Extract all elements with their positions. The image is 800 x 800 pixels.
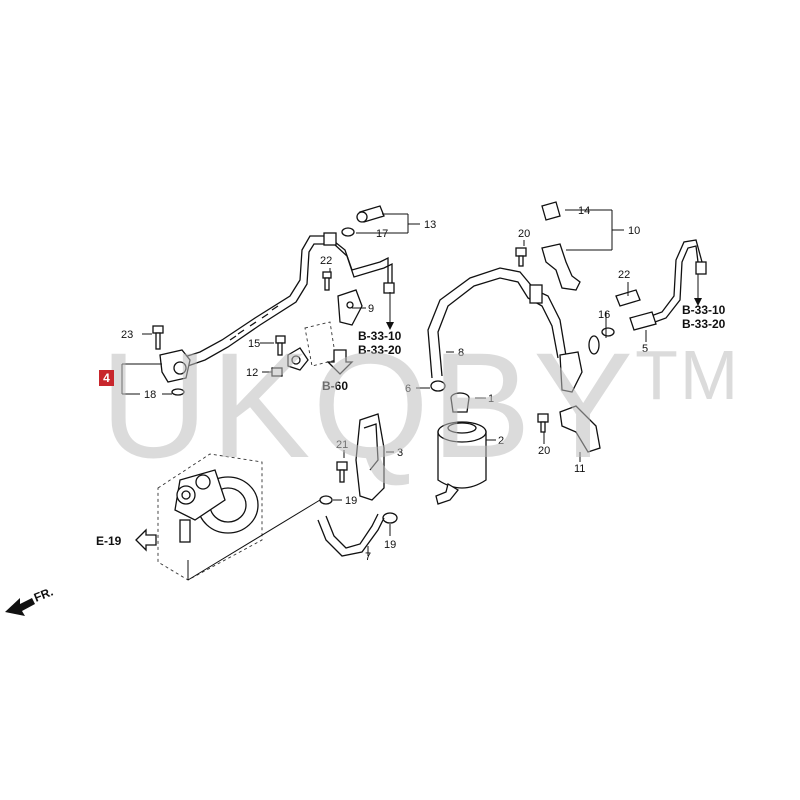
part-20-bolt-b xyxy=(537,413,549,433)
callout-14: 14 xyxy=(578,205,590,217)
steering-pump xyxy=(157,453,263,581)
callout-6: 6 xyxy=(405,383,411,395)
callout-7: 7 xyxy=(365,551,371,563)
part-12-clamp xyxy=(271,321,337,377)
part-9-bracket xyxy=(337,289,363,326)
front-label: FR. xyxy=(32,585,55,605)
callout-11: 11 xyxy=(574,463,585,475)
ref-b60: B-60 xyxy=(322,379,348,393)
callout-23: 23 xyxy=(121,329,133,341)
ref-b33-20-b: B-33-20 xyxy=(682,317,726,331)
part-1-cap xyxy=(450,392,470,413)
callout-16: 16 xyxy=(598,309,610,321)
callout-20a: 20 xyxy=(518,228,530,240)
ref-b33-10-b: B-33-10 xyxy=(682,303,726,317)
e19-arrow xyxy=(135,528,157,552)
callout-1: 1 xyxy=(488,393,494,405)
callout-9: 9 xyxy=(368,303,374,315)
callout-12: 12 xyxy=(246,367,258,379)
callout-22a: 22 xyxy=(320,255,332,267)
ref-e19: E-19 xyxy=(96,534,122,548)
part-19-clamp-a xyxy=(319,495,333,505)
callout-13: 13 xyxy=(424,219,436,231)
part-15-bolt xyxy=(275,335,286,356)
part-6-clamp xyxy=(430,380,446,392)
part-16-clamp xyxy=(601,327,615,337)
part-8-return-hose xyxy=(427,267,600,393)
part-20-bolt-a xyxy=(515,247,527,267)
callout-8: 8 xyxy=(458,347,464,359)
part-4-fitting xyxy=(159,349,191,396)
part-22-bolt-b xyxy=(615,289,641,307)
ref-b33-20-a: B-33-20 xyxy=(358,343,402,357)
part-19-clamp-b xyxy=(382,512,398,524)
part-2-reservoir xyxy=(435,421,487,505)
highlighted-part-label[interactable]: 4 xyxy=(99,370,114,386)
part-13-sensor xyxy=(341,205,385,237)
callout-19b: 19 xyxy=(384,539,396,551)
part-21-bolt xyxy=(336,461,348,483)
callout-15: 15 xyxy=(248,338,260,350)
part-3-bracket xyxy=(355,413,385,501)
leader-lines xyxy=(121,209,699,556)
callout-17: 17 xyxy=(376,228,388,240)
part-22-bolt-a xyxy=(322,271,332,291)
b60-arrow xyxy=(326,349,354,375)
callout-5: 5 xyxy=(642,343,648,355)
ref-b33-10-a: B-33-10 xyxy=(358,329,402,343)
callout-2: 2 xyxy=(498,435,504,447)
callout-19a: 19 xyxy=(345,495,357,507)
callout-10: 10 xyxy=(628,225,640,237)
callout-18: 18 xyxy=(144,389,156,401)
part-14-clamp xyxy=(541,201,561,221)
callout-22b: 22 xyxy=(618,269,630,281)
callout-21: 21 xyxy=(336,439,348,451)
callout-3: 3 xyxy=(397,447,403,459)
part-11-bracket xyxy=(559,405,601,453)
part-7-hose xyxy=(317,513,385,557)
front-arrow xyxy=(5,598,35,616)
part-5-pipe xyxy=(629,239,707,331)
part-23-bolt xyxy=(152,325,164,350)
pressure-hose xyxy=(174,232,395,369)
part-10-pipe xyxy=(541,243,581,291)
callout-20b: 20 xyxy=(538,445,550,457)
